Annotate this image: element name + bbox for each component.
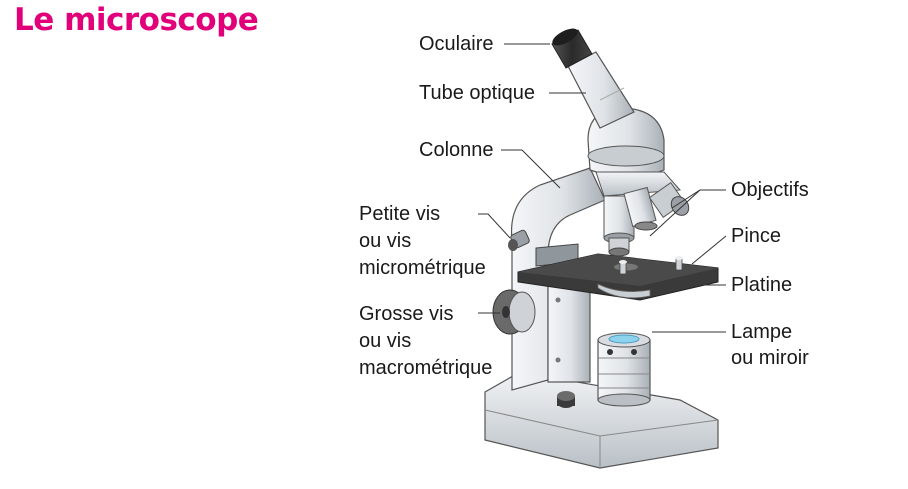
platine-stage — [517, 253, 719, 301]
label-tube-optique: Tube optique — [419, 82, 536, 104]
label-lampe-line2: ou miroir — [731, 347, 809, 369]
label-grosse-vis-line3: macrométrique — [359, 357, 493, 379]
label-grosse-vis-line1: Grosse vis — [359, 303, 454, 325]
label-petite-vis-line1: Petite vis — [359, 203, 441, 225]
label-petite-vis-line3: micrométrique — [359, 257, 486, 279]
label-petite-vis-line2: ou vis — [359, 230, 412, 252]
label-objectifs: Objectifs — [731, 179, 809, 201]
tube-optique — [567, 51, 635, 129]
petite-vis-knob — [508, 229, 530, 251]
label-platine: Platine — [731, 274, 793, 296]
focus-block — [547, 281, 591, 383]
page-title: Le microscope — [14, 2, 259, 38]
label-colonne: Colonne — [419, 139, 494, 161]
label-pince: Pince — [731, 225, 782, 247]
label-grosse-vis-line2: ou vis — [359, 330, 412, 352]
label-oculaire: Oculaire — [419, 33, 494, 55]
leader-lines — [478, 43, 727, 333]
grosse-vis-knob — [492, 289, 536, 335]
label-lampe-line1: Lampe — [731, 321, 793, 343]
oculaire — [551, 28, 593, 69]
objectifs — [603, 182, 690, 257]
lampe-miroir — [597, 332, 651, 407]
